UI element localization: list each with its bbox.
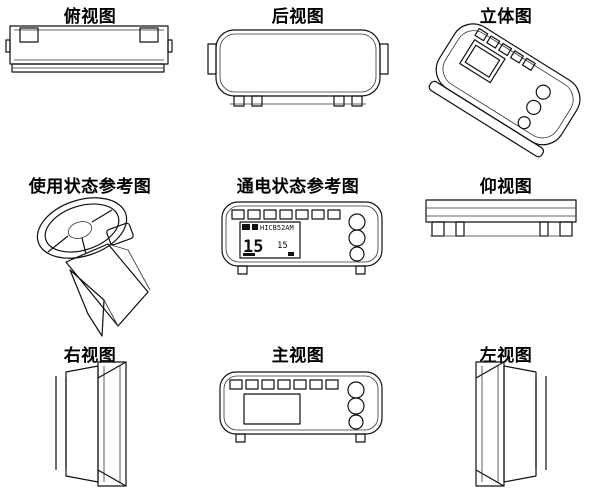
label-iso-view: 立体图 bbox=[479, 7, 533, 27]
label-main-view: 主视图 bbox=[271, 346, 325, 366]
label-bottom-view: 仰视图 bbox=[479, 177, 533, 197]
label-powered-view: 通电状态参考图 bbox=[236, 177, 360, 197]
label-right-view: 右视图 bbox=[63, 346, 117, 366]
label-left-view: 左视图 bbox=[479, 346, 533, 366]
label-top-view: 俯视图 bbox=[63, 7, 117, 27]
powered-screen-big-number: 15 bbox=[243, 237, 263, 257]
powered-screen-small-number: 15 bbox=[277, 241, 288, 251]
label-usage-view: 使用状态参考图 bbox=[28, 177, 152, 197]
powered-screen-header: HICB52AM bbox=[260, 224, 294, 232]
label-rear-view: 后视图 bbox=[271, 7, 325, 27]
